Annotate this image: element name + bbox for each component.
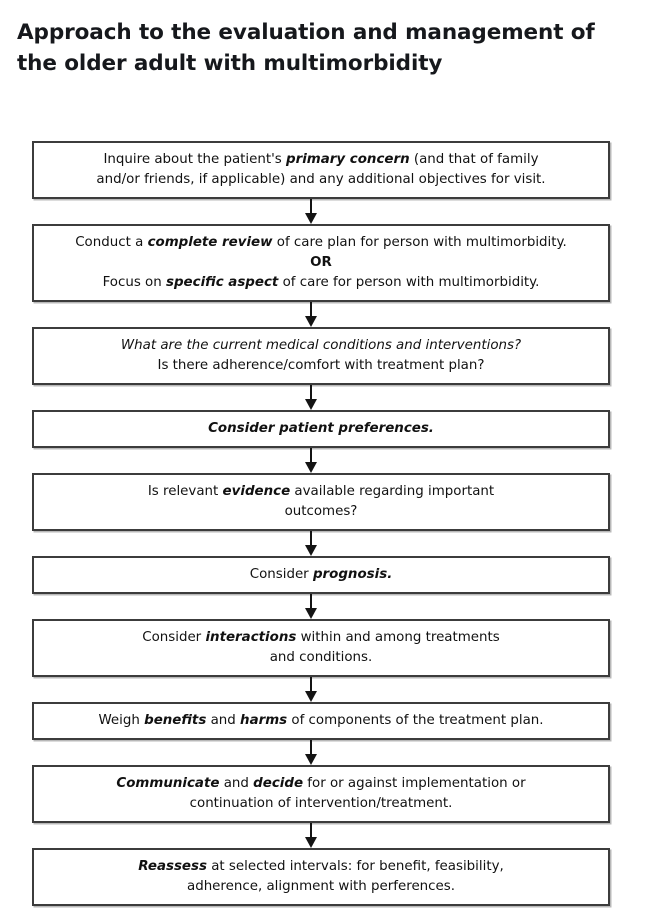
text-segment: Inquire about the patient's <box>103 152 287 167</box>
node-line: and conditions. <box>269 650 373 665</box>
flowchart-node-step-9: Communicate and decide for or against im… <box>32 765 610 823</box>
text-segment: of components of the treatment plan. <box>287 713 544 728</box>
flowchart: Inquire about the patient's primary conc… <box>32 141 610 906</box>
arrow-shaft <box>310 823 312 840</box>
arrow-shaft <box>310 531 312 548</box>
emphasis-primary-concern: primary concern <box>286 152 410 167</box>
flowchart-node-step-8-text: Weigh benefits and harms of components o… <box>44 711 598 731</box>
arrow-down-icon <box>305 462 317 473</box>
text-segment: Consider <box>142 630 206 645</box>
flowchart-node-step-6: Consider prognosis. <box>32 556 610 594</box>
node-line: Is there adherence/comfort with treatmen… <box>157 358 485 373</box>
text-segment: available regarding important <box>290 484 495 499</box>
arrow-shaft <box>310 302 312 319</box>
flowchart-connector-4-5 <box>32 448 610 473</box>
arrow-down-icon <box>305 545 317 556</box>
flowchart-node-step-1-text: Inquire about the patient's primary conc… <box>44 150 598 190</box>
emphasis-harms: harms <box>240 713 288 728</box>
arrow-down-icon <box>305 691 317 702</box>
flowchart-connector-1-2 <box>32 199 610 224</box>
node-line: Inquire about the patient's primary conc… <box>44 150 598 170</box>
node-line: adherence, alignment with perferences. <box>186 879 456 894</box>
arrow-down-icon <box>305 754 317 765</box>
node-line: What are the current medical conditions … <box>120 338 522 353</box>
text-segment: at selected intervals: for benefit, feas… <box>206 859 504 874</box>
text-segment: Weigh <box>98 713 145 728</box>
text-segment: Focus on <box>102 275 166 290</box>
flowchart-connector-8-9 <box>32 740 610 765</box>
node-line: Consider interactions within and among t… <box>44 628 598 648</box>
text-segment: and <box>206 713 241 728</box>
arrow-shaft <box>310 448 312 465</box>
arrow-shaft <box>310 594 312 611</box>
arrow-shaft <box>310 199 312 216</box>
emphasis-communicate: Communicate <box>116 776 220 791</box>
emphasis-interactions: interactions <box>205 630 297 645</box>
page-title: Approach to the evaluation and managemen… <box>17 20 595 77</box>
emphasis-benefits: benefits <box>144 713 207 728</box>
emphasis-reassess: Reassess <box>138 859 207 874</box>
flowchart-node-step-5: Is relevant evidence available regarding… <box>32 473 610 531</box>
flowchart-node-step-7: Consider interactions within and among t… <box>32 619 610 677</box>
flowchart-connector-3-4 <box>32 385 610 410</box>
arrow-down-icon <box>305 837 317 848</box>
flowchart-node-step-8: Weigh benefits and harms of components o… <box>32 702 610 740</box>
flowchart-node-step-5-text: Is relevant evidence available regarding… <box>44 482 598 522</box>
flowchart-node-step-1: Inquire about the patient's primary conc… <box>32 141 610 199</box>
emphasis-complete-review: complete review <box>147 235 273 250</box>
arrow-shaft <box>310 677 312 694</box>
flowchart-node-step-4-text: Consider patient preferences. <box>44 419 598 439</box>
node-line: Consider prognosis. <box>44 565 598 585</box>
node-line: Is relevant evidence available regarding… <box>44 482 598 502</box>
text-segment: (and that of family <box>409 152 539 167</box>
flowchart-connector-9-10 <box>32 823 610 848</box>
flowchart-connector-5-6 <box>32 531 610 556</box>
arrow-down-icon <box>305 213 317 224</box>
flowchart-node-step-10-text: Reassess at selected intervals: for bene… <box>44 857 598 897</box>
text-segment: of care for person with multimorbidity. <box>278 275 540 290</box>
node-line: Weigh benefits and harms of components o… <box>44 711 598 731</box>
emphasis-evidence: evidence <box>222 484 291 499</box>
flowchart-node-step-2-text: Conduct a complete review of care plan f… <box>44 233 598 293</box>
emphasis-specific-aspect: specific aspect <box>166 275 279 290</box>
node-line: Focus on specific aspect of care for per… <box>44 273 598 293</box>
node-line: Conduct a complete review of care plan f… <box>44 233 598 253</box>
flowchart-node-step-2: Conduct a complete review of care plan f… <box>32 224 610 302</box>
emphasis-prognosis: prognosis. <box>312 567 393 582</box>
arrow-down-icon <box>305 316 317 327</box>
text-segment: for or against implementation or <box>303 776 526 791</box>
flowchart-node-step-3: What are the current medical conditions … <box>32 327 610 385</box>
node-line: Communicate and decide for or against im… <box>44 774 598 794</box>
emphasis-decide: decide <box>253 776 304 791</box>
node-line: Consider patient preferences. <box>208 421 434 436</box>
text-segment: within and among treatments <box>296 630 500 645</box>
text-segment: Consider <box>249 567 313 582</box>
text-segment: Conduct a <box>75 235 148 250</box>
arrow-down-icon <box>305 399 317 410</box>
flowchart-node-step-4: Consider patient preferences. <box>32 410 610 448</box>
text-segment: and <box>219 776 254 791</box>
node-line: outcomes? <box>284 504 358 519</box>
flowchart-node-step-6-text: Consider prognosis. <box>44 565 598 585</box>
node-line: and/or friends, if applicable) and any a… <box>96 172 546 187</box>
flowchart-node-step-10: Reassess at selected intervals: for bene… <box>32 848 610 906</box>
node-line-or: OR <box>310 255 332 270</box>
arrow-shaft <box>310 740 312 757</box>
flowchart-node-step-9-text: Communicate and decide for or against im… <box>44 774 598 814</box>
flowchart-node-step-7-text: Consider interactions within and among t… <box>44 628 598 668</box>
flowchart-connector-2-3 <box>32 302 610 327</box>
flowchart-connector-7-8 <box>32 677 610 702</box>
arrow-shaft <box>310 385 312 402</box>
flowchart-node-step-3-text: What are the current medical conditions … <box>44 336 598 376</box>
text-segment: Is relevant <box>147 484 223 499</box>
flowchart-connector-6-7 <box>32 594 610 619</box>
arrow-down-icon <box>305 608 317 619</box>
node-line: continuation of intervention/treatment. <box>189 796 453 811</box>
text-segment: of care plan for person with multimorbid… <box>272 235 567 250</box>
node-line: Reassess at selected intervals: for bene… <box>44 857 598 877</box>
